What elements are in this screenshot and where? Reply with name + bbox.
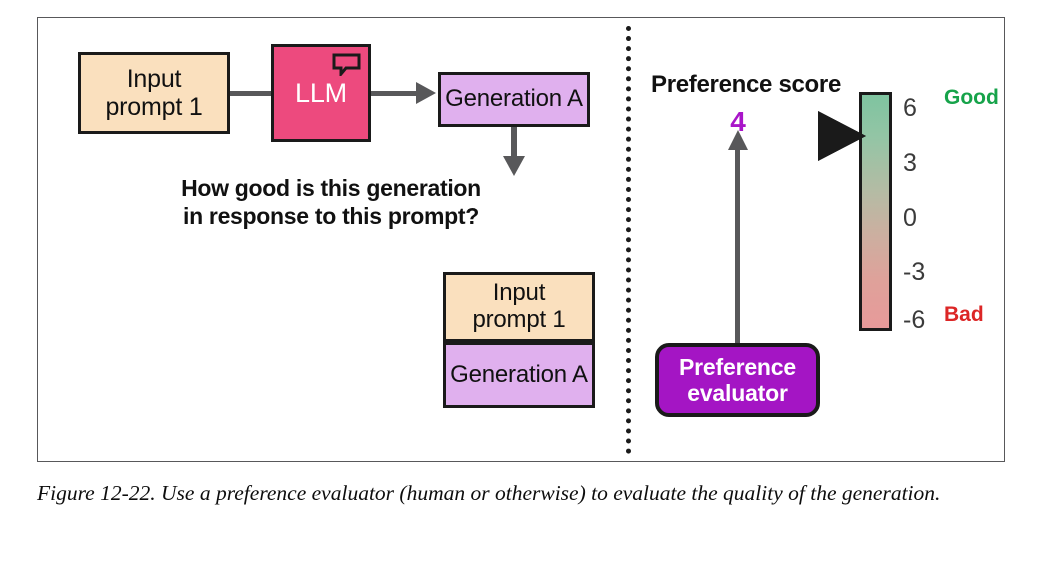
panel-divider <box>626 26 631 454</box>
preference-score-value: 4 <box>730 106 746 137</box>
preference-evaluator-box: Preference evaluator <box>655 343 820 417</box>
scale-tick-neg3: -3 <box>903 258 926 286</box>
figure-frame: Input prompt 1 LLM Generation A How good… <box>37 17 1005 462</box>
generation-a-box: Generation A <box>438 72 590 127</box>
scale-tick-0: 0 <box>903 204 917 232</box>
preference-score-label: Preference score <box>651 71 841 98</box>
stacked-input-prompt-box: Input prompt 1 <box>443 272 595 342</box>
arrowhead-up-icon <box>728 130 748 150</box>
arrowhead-right-icon <box>416 82 436 104</box>
stacked-generation-box: Generation A <box>443 342 595 408</box>
scale-tick-neg6: -6 <box>903 306 926 334</box>
scale-label-good: Good <box>944 86 999 109</box>
connector-prompt-to-llm <box>230 91 272 96</box>
llm-box: LLM <box>271 44 371 142</box>
connector-evaluator-to-score <box>735 148 740 343</box>
evaluation-question-text: How good is this generation in response … <box>181 175 481 229</box>
figure-caption: Figure 12-22. Use a preference evaluator… <box>37 481 941 505</box>
scale-tick-3: 3 <box>903 149 917 177</box>
scale-tick-6: 6 <box>903 94 917 122</box>
llm-box-label: LLM <box>295 77 347 108</box>
connector-generation-to-question <box>511 127 517 159</box>
scale-label-bad: Bad <box>944 303 984 326</box>
input-prompt-1-box: Input prompt 1 <box>78 52 230 134</box>
connector-llm-to-generation <box>371 91 419 96</box>
arrowhead-down-icon <box>503 156 525 176</box>
score-marker-triangle-icon <box>818 111 866 161</box>
speech-bubble-icon <box>332 53 361 76</box>
